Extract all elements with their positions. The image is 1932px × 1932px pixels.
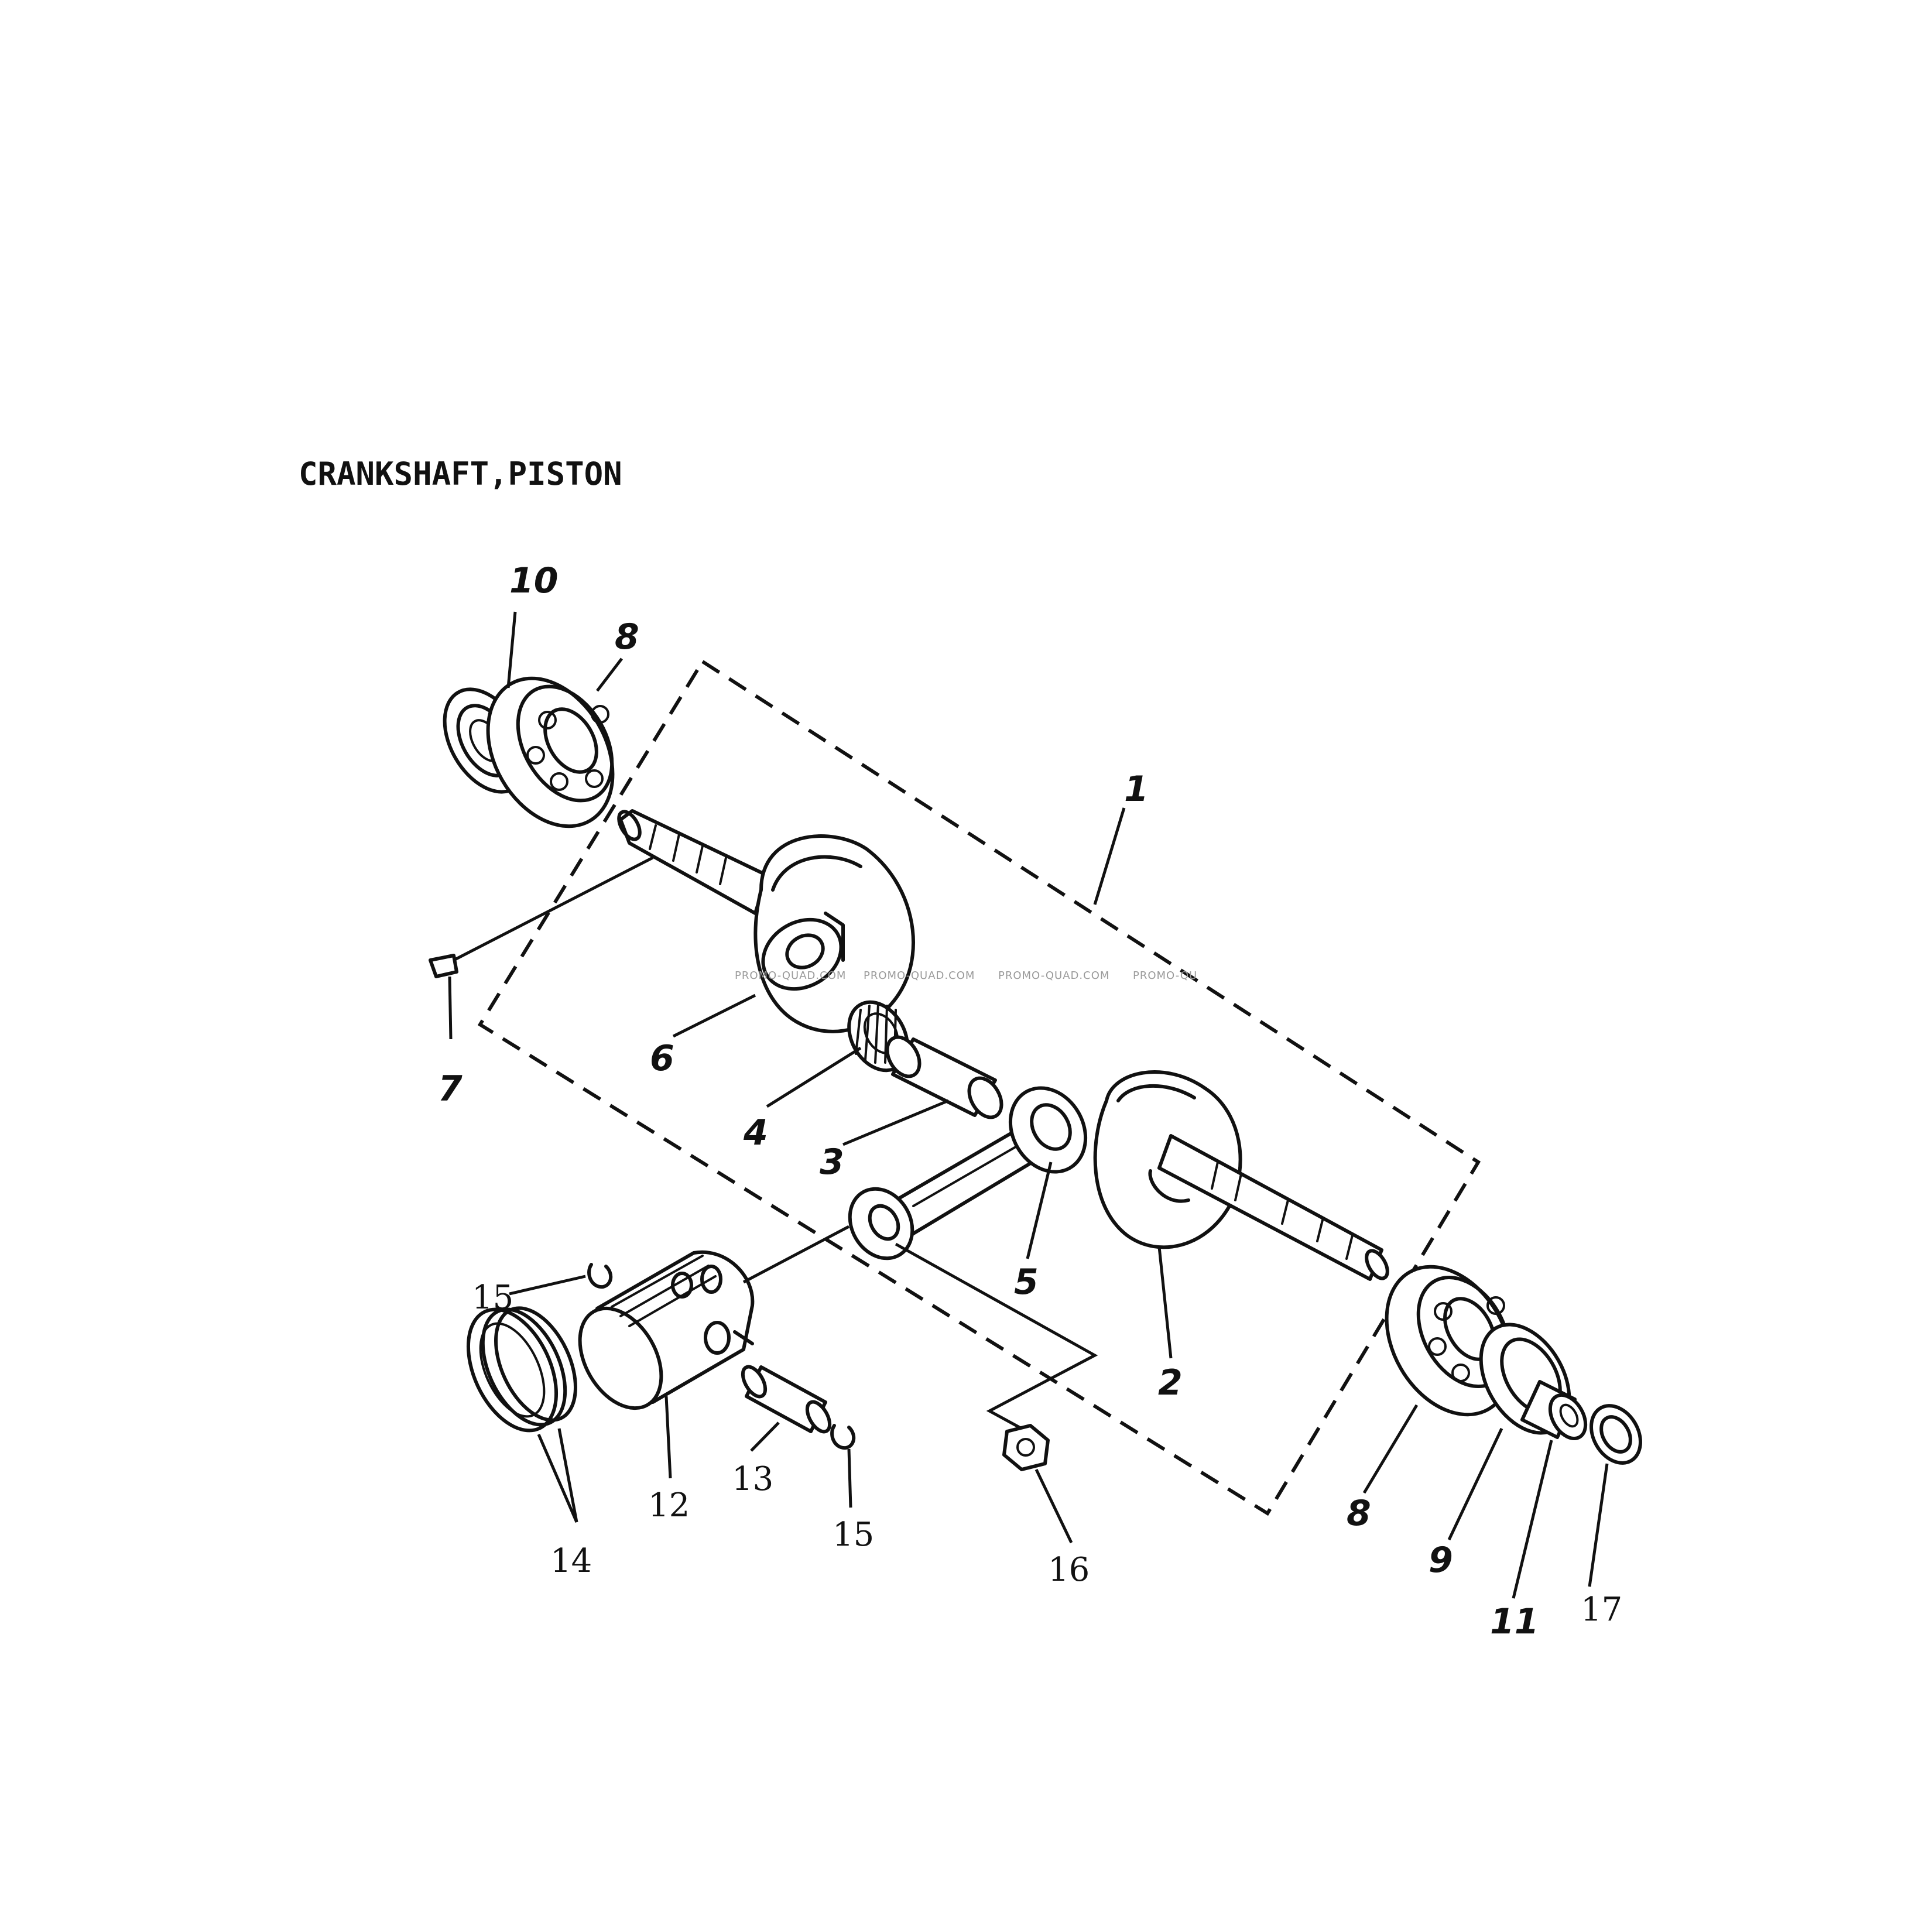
- piston-12-shape: [578, 1250, 755, 1410]
- crank-pin-3-shape: [885, 1035, 1003, 1119]
- callout-6: 6: [650, 1038, 674, 1079]
- key-7-shape: [429, 954, 458, 978]
- watermark-text: PROMO-QUAD.COM: [998, 970, 1109, 982]
- circlip-15-left-shape: [587, 1263, 613, 1289]
- callout-8-left: 8: [615, 616, 639, 657]
- callout-11: 11: [1490, 1601, 1539, 1642]
- washer-17-shape: [1590, 1404, 1642, 1465]
- callout-3: 3: [820, 1142, 844, 1183]
- callout-8-right: 8: [1347, 1493, 1371, 1534]
- callout-14: 14: [550, 1542, 592, 1580]
- circlip-15-right-shape: [830, 1424, 856, 1450]
- callout-12: 12: [648, 1486, 690, 1525]
- crank-half-6-shape: [617, 809, 915, 1033]
- bearing-8-left-shape: [486, 676, 615, 828]
- callout-15-right: 15: [833, 1516, 874, 1554]
- callout-17: 17: [1581, 1591, 1622, 1629]
- watermark-text: PROMO-QU: [1133, 970, 1197, 982]
- crank-half-2-shape: [1093, 1070, 1389, 1281]
- callout-9: 9: [1429, 1540, 1453, 1581]
- callout-13: 13: [732, 1460, 773, 1498]
- watermark-text: PROMO-QUAD.COM: [864, 970, 975, 982]
- callout-16: 16: [1048, 1551, 1090, 1589]
- watermark-text: PROMO-QUAD.COM: [735, 970, 846, 982]
- connecting-rod-5-shape: [848, 1086, 1088, 1260]
- piston-pin-13-shape: [741, 1365, 832, 1434]
- callout-7: 7: [438, 1068, 463, 1109]
- callout-2: 2: [1158, 1362, 1183, 1403]
- diagram-title: CRANKSHAFT,PISTON: [299, 455, 622, 492]
- callout-15-left: 15: [472, 1279, 513, 1317]
- callout-5: 5: [1014, 1262, 1039, 1303]
- piston-rings-14-shape: [466, 1306, 577, 1433]
- nut-16-shape: [1002, 1424, 1050, 1471]
- callout-1: 1: [1124, 769, 1149, 810]
- leader-lines: [448, 611, 1609, 1599]
- collar-11-shape: [1520, 1380, 1588, 1440]
- crankshaft-assembly-boundary: [477, 659, 1481, 1516]
- bearing-8-right-shape: [1385, 1265, 1513, 1417]
- callout-4: 4: [743, 1112, 768, 1153]
- callout-10: 10: [509, 560, 559, 601]
